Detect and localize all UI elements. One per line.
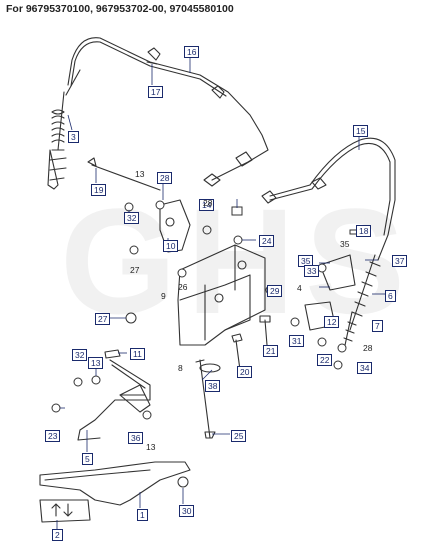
- callout-28: 28: [363, 343, 373, 353]
- callout-32: 32: [72, 349, 88, 361]
- callout-38: 38: [205, 380, 221, 392]
- bracket-hole-2: [237, 260, 247, 270]
- callout-32: 32: [124, 212, 140, 224]
- callout-35: 35: [340, 239, 350, 249]
- nut-28-upper: [155, 200, 165, 210]
- callout-26: 26: [178, 282, 188, 292]
- spring-6: [349, 254, 381, 331]
- callout-36: 36: [128, 432, 144, 444]
- callout-19: 19: [91, 184, 107, 196]
- cable-clip-17b: [211, 85, 225, 99]
- nut-13: [91, 375, 101, 385]
- callout-21: 21: [263, 345, 279, 357]
- pedal-arm-1: [39, 461, 191, 506]
- callout-25: 25: [231, 430, 247, 442]
- callout-9: 9: [161, 291, 166, 301]
- cable-clip-17: [146, 47, 161, 65]
- callout-11: 11: [130, 348, 145, 360]
- callout-28: 28: [203, 198, 213, 208]
- callout-12: 12: [324, 316, 340, 328]
- footplate-2: [39, 499, 91, 523]
- callout-14: 14: [199, 199, 215, 211]
- callout-20: 20: [237, 366, 253, 378]
- callout-27: 27: [130, 265, 140, 275]
- arm-13-lower: [119, 384, 151, 413]
- bracket-4: [319, 254, 356, 291]
- bolt-21: [259, 315, 271, 346]
- nut-26: [177, 268, 187, 278]
- washer-36: [142, 410, 152, 420]
- callout-13: 13: [88, 357, 104, 369]
- callout-18: 18: [356, 225, 372, 237]
- spring-assembly-3: [49, 69, 81, 181]
- callout-17: 17: [148, 86, 164, 98]
- callout-16: 16: [184, 46, 200, 58]
- bolt-19: [87, 157, 161, 191]
- pedal-lever-5: [77, 359, 151, 441]
- callout-1: 1: [137, 509, 148, 521]
- nut-30: [177, 476, 189, 488]
- callout-8: 8: [178, 363, 183, 373]
- callout-31: 31: [289, 335, 305, 347]
- lever-plate-10-hole: [165, 217, 175, 227]
- nut-22: [317, 337, 327, 347]
- cable-16-inner: [70, 41, 227, 97]
- callout-7: 7: [372, 320, 383, 332]
- washer-38: [199, 363, 221, 373]
- callout-13: 13: [135, 169, 145, 179]
- nut-28-right: [202, 225, 212, 235]
- callout-22: 22: [317, 354, 333, 366]
- callout-10: 10: [163, 240, 179, 252]
- page-title: For 96795370100, 967953702-00, 970455801…: [6, 3, 234, 15]
- callout-2: 2: [52, 529, 63, 541]
- callout-28: 28: [157, 172, 173, 184]
- nut-27-left: [129, 245, 139, 255]
- cable-15: [269, 137, 396, 261]
- callout-29: 29: [267, 285, 283, 297]
- callout-27: 27: [95, 313, 111, 325]
- cable-15-inner: [269, 142, 391, 236]
- bolt-23-head: [51, 403, 61, 413]
- callout-34: 34: [357, 362, 373, 374]
- callout-23: 23: [45, 430, 61, 442]
- spring-coils-3: [51, 109, 65, 143]
- link-11: [104, 349, 121, 359]
- callout-6: 6: [385, 290, 396, 302]
- spring-end-3: [47, 149, 59, 190]
- washer-28-lower: [337, 343, 347, 353]
- main-bracket-8-face: [179, 274, 251, 331]
- lever-plate-10: [159, 199, 191, 253]
- pedal-arm-1-edge: [44, 469, 151, 481]
- throttle-cable-16: [67, 37, 269, 181]
- nut-31: [290, 317, 300, 327]
- cable-end-16: [203, 151, 253, 187]
- callout-3: 3: [68, 131, 79, 143]
- watermark: GHS: [60, 177, 416, 345]
- callout-33: 33: [304, 265, 320, 277]
- callout-24: 24: [259, 235, 275, 247]
- nut-34: [333, 360, 343, 370]
- callout-4: 4: [297, 283, 302, 293]
- cable-end-15: [261, 177, 327, 204]
- bracket-hole-1: [214, 293, 224, 303]
- rod-7: [343, 311, 357, 351]
- callout-30: 30: [179, 505, 195, 517]
- footplate-2-arrow: [51, 503, 73, 517]
- bolt-20: [231, 333, 243, 371]
- main-bracket-8-flange: [204, 244, 236, 341]
- callout-37: 37: [392, 255, 408, 267]
- rod-25: [195, 359, 216, 439]
- callout-13: 13: [146, 442, 156, 452]
- pedal-lever-5b: [111, 364, 146, 396]
- callout-5: 5: [82, 453, 93, 465]
- callout-15: 15: [353, 125, 369, 137]
- washer-32-lower: [73, 377, 83, 387]
